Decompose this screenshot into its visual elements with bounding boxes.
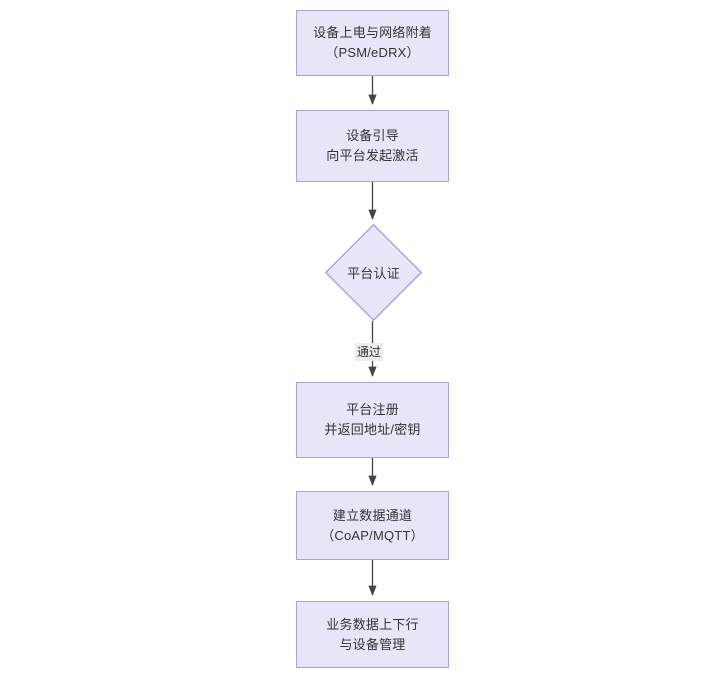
node-label-line1: 设备引导 [346, 128, 399, 143]
node-device-bootstrap[interactable]: 设备引导 向平台发起激活 [296, 110, 449, 182]
node-label-line1: 业务数据上下行 [326, 616, 419, 632]
node-label-line2: 并返回地址/密钥 [324, 422, 421, 437]
node-label-line2: 向平台发起激活 [326, 148, 419, 163]
node-label-line2: （PSM/eDRX） [325, 45, 420, 60]
node-platform-auth-decision[interactable]: 平台认证 [325, 224, 422, 321]
diamond-shape [325, 224, 422, 321]
node-business-data-and-device-management[interactable]: 业务数据上下行 与设备管理 [296, 601, 449, 668]
node-establish-data-channel[interactable]: 建立数据通道 （CoAP/MQTT） [296, 491, 449, 560]
node-platform-register[interactable]: 平台注册 并返回地址/密钥 [296, 382, 449, 458]
node-device-power-on[interactable]: 设备上电与网络附着 （PSM/eDRX） [296, 10, 449, 76]
node-label-line1: 设备上电与网络附着 [313, 25, 432, 40]
node-label-line1: 建立数据通道 [332, 507, 413, 523]
node-label-line2: （CoAP/MQTT） [321, 527, 424, 543]
node-label-line1: 平台认证 [347, 266, 400, 281]
node-label-line1: 平台注册 [346, 402, 399, 417]
edge-label-pass: 通过 [355, 343, 384, 361]
node-label-line2: 与设备管理 [339, 636, 406, 652]
